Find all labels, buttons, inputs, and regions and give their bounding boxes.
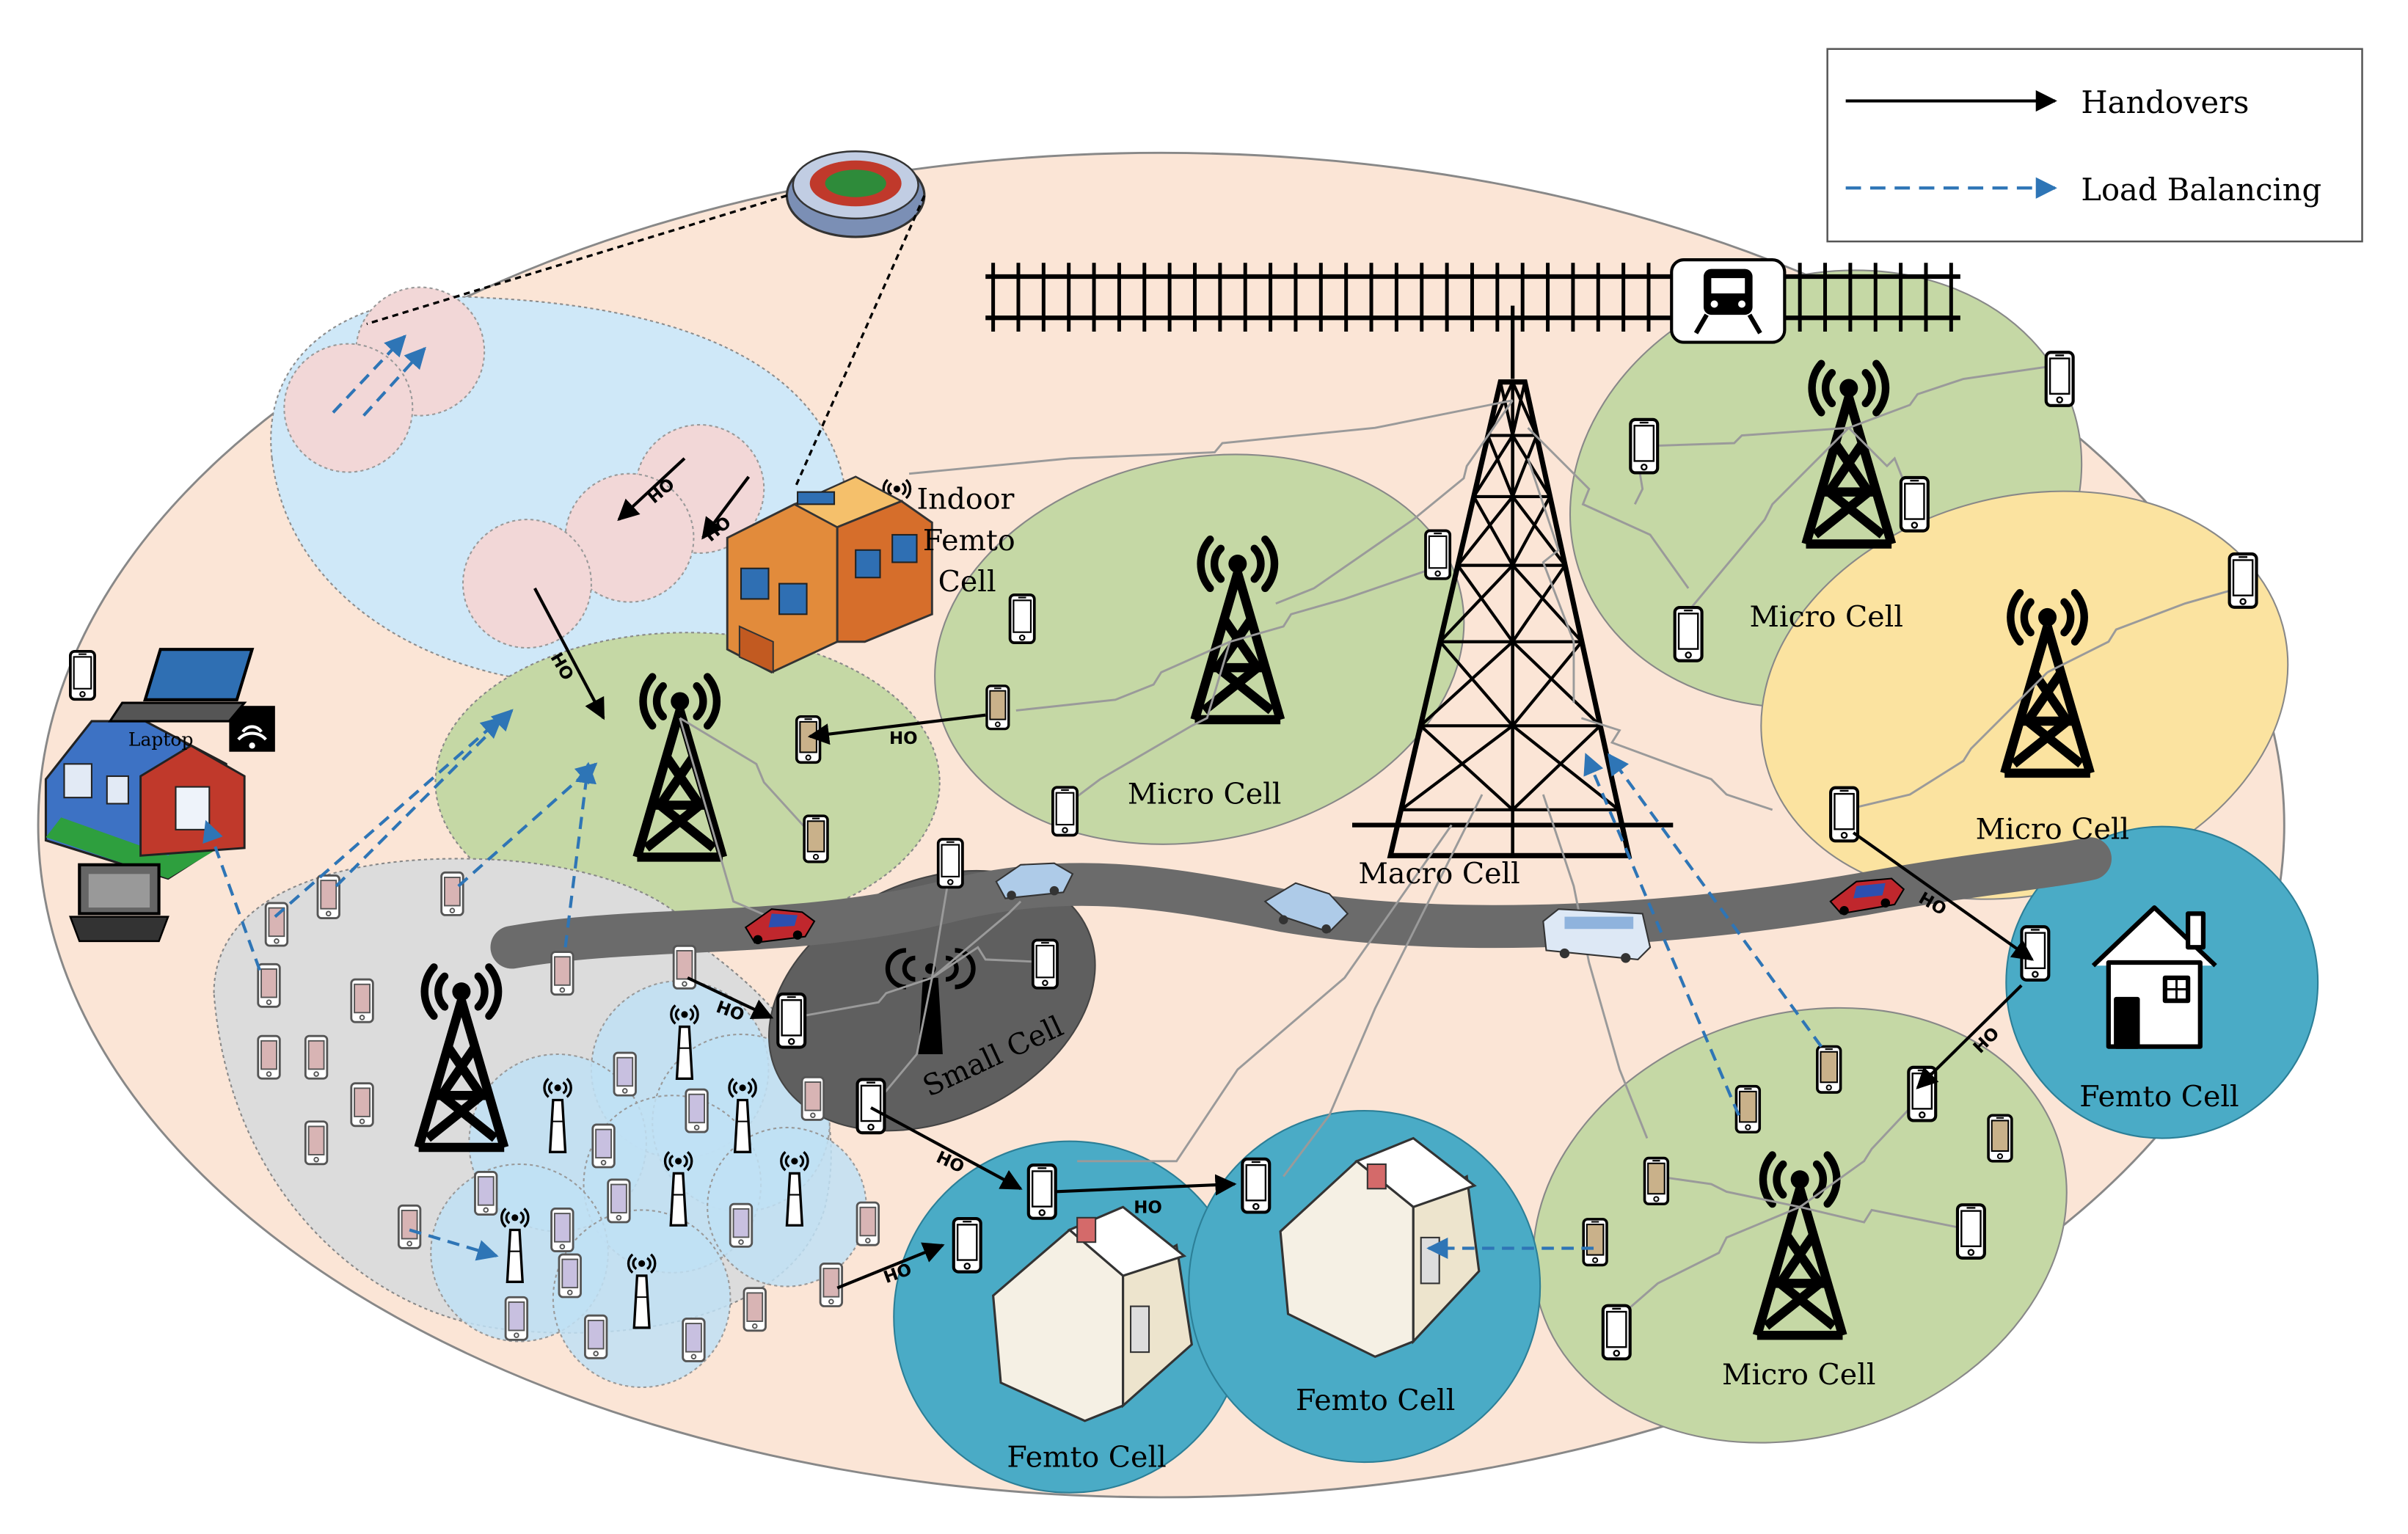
phone-icon [2230, 554, 2257, 607]
handover-arrow [807, 713, 986, 745]
phone-icon [2046, 352, 2073, 406]
handover-arrows [533, 457, 2035, 1290]
handover-arrow [533, 587, 605, 720]
phone-icon [1582, 1218, 1608, 1267]
ho-label: HO [889, 729, 918, 748]
handover-arrow [1054, 1174, 1237, 1196]
legend-handovers: Handovers [2081, 84, 2249, 120]
phone-icon [1815, 1045, 1842, 1094]
train-icon [1670, 258, 1787, 344]
bus-icon [1542, 908, 1652, 963]
phone-icon [1675, 607, 1702, 661]
phone-icon [1426, 530, 1450, 578]
phone-icon [938, 839, 963, 887]
phone-icon [1029, 1165, 1056, 1219]
handover-arrow [617, 457, 686, 522]
handover-arrow [1916, 984, 2023, 1089]
phone-icon [1734, 1084, 1762, 1134]
load-balancing-arrow [1583, 753, 1740, 1117]
handover-arrow [1852, 831, 2035, 961]
phone-icon [985, 684, 1010, 731]
railway-track [985, 263, 1960, 332]
femto-house-icon [1279, 1136, 1481, 1359]
load-balancing-arrow [409, 1228, 499, 1261]
load-balancing-arrow [203, 819, 261, 971]
micro-cell-label: Micro Cell [1128, 777, 1282, 811]
phone-icon [1987, 1114, 2013, 1163]
building-icon [726, 475, 933, 674]
phone-icon [954, 1219, 981, 1272]
phone-icon [795, 715, 822, 764]
phone-icon [858, 1080, 885, 1133]
micro-cell-region-center [934, 453, 1465, 845]
load-balancing-arrow [1608, 753, 1823, 1048]
femto-cell-label: Femto Cell [1007, 1440, 1166, 1474]
laptop-icon [108, 648, 255, 723]
micro-cell-label: Micro Cell [1976, 812, 2130, 846]
load-balancing-arrow [332, 335, 406, 414]
femto-house-icon [991, 1205, 1194, 1422]
load-balancing-arrow [335, 709, 514, 888]
phone-icon [1010, 595, 1035, 643]
load-balancing-arrows [203, 335, 1823, 1261]
car-icon [744, 908, 816, 945]
phone-icon [1603, 1306, 1630, 1359]
load-balancing-arrow [457, 762, 598, 888]
legend: Handovers Load Balancing [1826, 48, 2363, 243]
stadium-icon [785, 150, 926, 238]
laptop-label: Laptop [128, 728, 194, 750]
car-icon [1829, 877, 1905, 916]
femto-cell-label: Femto Cell [2079, 1080, 2239, 1114]
laptop-icon-bottom [68, 863, 169, 943]
phone-icon [1643, 1156, 1670, 1205]
pico-cell-region [270, 286, 847, 687]
car-icon [1263, 882, 1349, 934]
indoor-femto-label-line3: Cell [938, 565, 996, 599]
handover-arrow [687, 976, 774, 1019]
phone-icon [803, 814, 829, 863]
phone-icon [778, 994, 805, 1048]
ho-label: HO [1134, 1199, 1162, 1218]
phone-icon [1053, 787, 1077, 835]
load-balancing-arrow [362, 346, 426, 417]
load-balancing-arrow [563, 761, 596, 948]
legend-load-balancing: Load Balancing [2081, 172, 2321, 208]
macro-cell-label: Macro Cell [1358, 857, 1519, 891]
phone-icon [1242, 1159, 1269, 1213]
handover-arrow [701, 475, 751, 540]
femto-cell-label: Femto Cell [1296, 1384, 1455, 1417]
load-balancing-arrow [274, 716, 503, 918]
handover-arrow [836, 1242, 945, 1290]
micro-cell-label: Micro Cell [1749, 600, 1903, 634]
stadium-link-1 [366, 194, 787, 326]
indoor-femto-label-line2: Femto [923, 524, 1015, 558]
indoor-femto-label-line1: Indoor [916, 483, 1014, 516]
phone-icon [1630, 420, 1657, 473]
home-icon [2091, 905, 2217, 1049]
phone-icon [1958, 1205, 1985, 1258]
micro-cell-label: Micro Cell [1722, 1358, 1876, 1392]
phone-icon [68, 649, 96, 701]
wireless-links [679, 365, 2239, 1315]
phone-icon [1033, 940, 1057, 987]
car-icon [995, 862, 1074, 900]
phone-icon [1901, 478, 1928, 531]
handover-arrow [870, 1106, 1023, 1191]
